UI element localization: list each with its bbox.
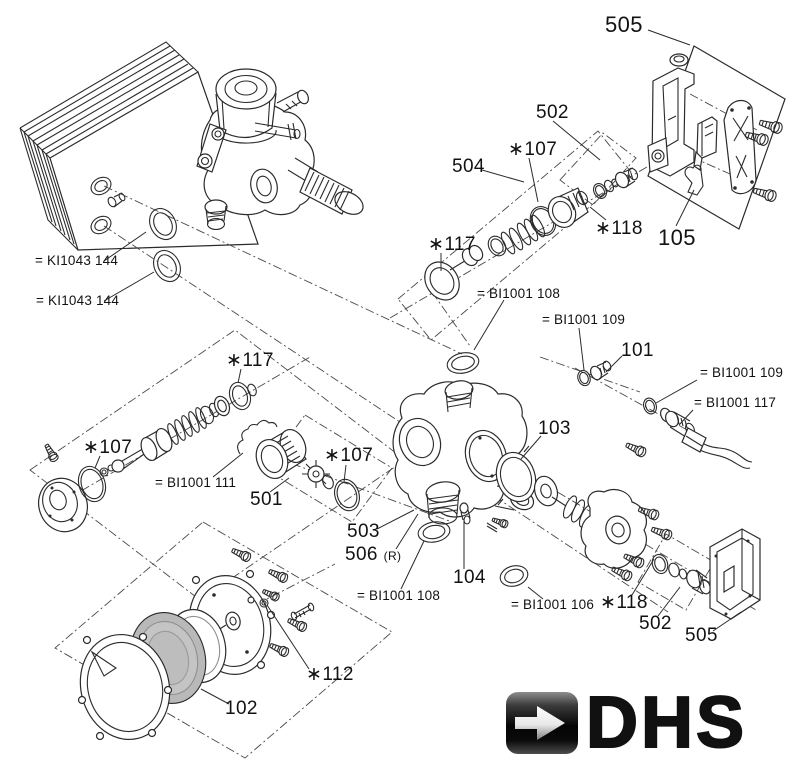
fitting-504	[614, 167, 639, 189]
code-label-ki1043-b: = KI1043 144	[36, 293, 120, 308]
sensor-kit-bi1001-117	[623, 395, 753, 469]
plug-504	[547, 187, 589, 228]
end-cover-102	[77, 632, 173, 741]
part-label-107-center: ∗107	[324, 445, 374, 466]
switch-kit-505-top	[647, 53, 784, 203]
hx-port-top	[90, 176, 112, 196]
code-label-bi1001-106: = BI1001 106	[511, 597, 595, 612]
valve-knob	[287, 157, 364, 215]
o-ring-bi1001-108-top	[446, 352, 480, 374]
actuator-housing	[580, 489, 647, 569]
valve-left-port	[398, 417, 442, 467]
valve-top-flange	[215, 68, 277, 144]
retaining-clip-105	[684, 164, 704, 196]
part-label-112: ∗112	[306, 664, 354, 685]
leader-lines	[94, 29, 742, 705]
kit-102-diaphragm-assembly	[77, 545, 315, 741]
code-label-bi1001-109-right: = BI1001 109	[700, 365, 784, 380]
kit-502-bottom-parts	[649, 551, 711, 595]
dhs-logo: DHS	[506, 683, 748, 763]
part-label-502-bottom: 502	[639, 613, 672, 634]
kit-504-parts	[424, 167, 639, 301]
part-label-107-mid: ∗107	[83, 437, 133, 458]
part-label-502-top: 502	[536, 102, 569, 123]
dhs-logo-arrow-box	[506, 692, 578, 754]
o-ring-ki1043-b	[147, 245, 187, 287]
part-label-103: 103	[538, 418, 571, 439]
code-label-bi1001-108-bottom: = BI1001 108	[357, 588, 441, 603]
o-ring-107-mid	[77, 465, 107, 503]
arrow-right-icon	[515, 706, 565, 740]
switch-cover-plate	[723, 99, 757, 195]
cartridge-501	[255, 429, 307, 479]
end-cap-501	[38, 477, 88, 533]
part-label-101: 101	[621, 340, 654, 361]
grommet	[669, 53, 689, 67]
part-label-118-bottom: ∗118	[600, 592, 648, 613]
spring-501	[167, 407, 207, 445]
diaphragm-103	[495, 445, 537, 506]
valve-lever-arm	[196, 123, 227, 173]
part-label-506: 506 (R)	[345, 544, 402, 565]
valve-top-port	[444, 380, 474, 413]
screws-112	[229, 545, 315, 659]
part-label-118-top: ∗118	[595, 218, 643, 239]
dhs-logo-text: DHS	[585, 683, 748, 763]
code-label-bi1001-117: = BI1001 117	[694, 395, 777, 410]
microswitch	[693, 116, 718, 172]
nipple-104	[459, 502, 471, 525]
part-101-group	[575, 360, 612, 388]
part-label-107-top: ∗107	[508, 139, 558, 160]
kit-box-504	[397, 130, 632, 341]
part-label-503: 503	[347, 521, 380, 542]
valve-bottom-port	[204, 199, 228, 231]
part-label-501: 501	[250, 489, 283, 510]
valve-pin	[254, 122, 301, 141]
valve-bottom-port-503	[425, 481, 461, 525]
spring-504	[500, 214, 546, 255]
o-ring-107-center	[334, 478, 360, 512]
kit-501-piston-parts	[38, 381, 257, 533]
diaphragm-117-top	[424, 258, 469, 301]
code-label-bi1001-108-top: = BI1001 108	[477, 286, 561, 301]
part-label-105: 105	[658, 225, 696, 250]
part-label-504: 504	[452, 156, 485, 177]
part-label-505-bottom: 505	[685, 625, 718, 646]
part-label-104: 104	[453, 567, 486, 588]
valve-stem-fitting	[276, 89, 310, 113]
part-label-506-suffix: (R)	[383, 549, 402, 563]
valve-body-center	[392, 352, 535, 543]
hx-port-bottom	[90, 215, 112, 235]
o-ring-bi1001-106	[499, 565, 529, 587]
part-label-117-top: ∗117	[428, 234, 476, 255]
actuator-kit	[533, 475, 674, 583]
switch-bracket	[647, 67, 695, 177]
o-ring-bi1001-108-bottom	[417, 521, 451, 543]
impeller-501	[302, 460, 334, 490]
code-label-bi1001-109-top: = BI1001 109	[542, 312, 626, 327]
kit-box-502-bottom	[637, 533, 715, 611]
retaining-clip-bi1001-111	[237, 419, 278, 455]
diverter-valve-assembly	[196, 68, 364, 231]
kit-box-102	[54, 521, 393, 759]
part-label-117-mid: ∗117	[226, 350, 274, 371]
code-label-ki1043-a: = KI1043 144	[35, 253, 119, 268]
switch-505-bottom	[709, 528, 761, 620]
part-label-505-top: 505	[605, 12, 643, 37]
part-label-102: 102	[225, 698, 258, 719]
code-label-bi1001-111: = BI1001 111	[155, 475, 237, 490]
